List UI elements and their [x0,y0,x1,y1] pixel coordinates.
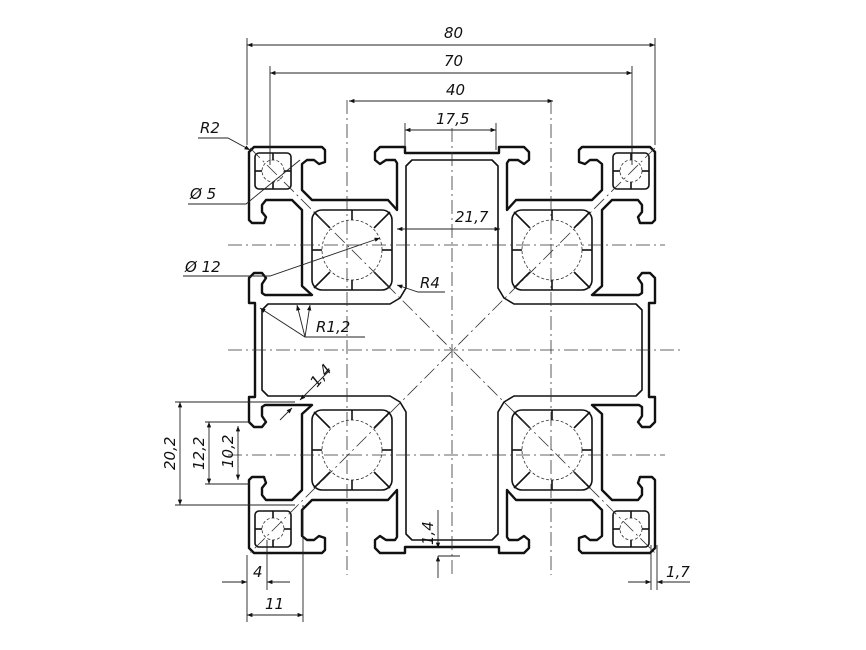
dim-40: 40 [446,81,465,99]
dim-d5: Ø 5 [189,185,216,203]
dim-70: 70 [444,52,463,70]
dim-80: 80 [444,24,463,42]
core-bore-circle [321,419,383,481]
dimension-labels: 80 70 40 17,5 21,7 R2 Ø 5 Ø 12 R4 R1,2 1… [161,24,690,613]
dim-17-5: 17,5 [436,110,469,128]
profile-outer-edge [452,350,657,555]
core-diagonal-web [313,471,331,489]
core-diagonal-web [313,271,331,289]
core-diagonal-web [573,411,591,429]
dim-10-2: 10,2 [219,435,237,468]
center-lines [228,100,680,575]
dim-20-2: 20,2 [161,437,179,470]
core-diagonal-web [573,211,591,229]
dim-1-4-bottom: 1,4 [419,521,437,545]
dim-11: 11 [265,595,284,613]
dim-1-4-diag: 1,4 [306,361,335,391]
dim-4: 4 [253,563,263,581]
dim-21-7: 21,7 [455,208,489,226]
core-diagonal-web [373,211,391,229]
core-diagonal-web [513,471,531,489]
core-diagonal-web [373,471,391,489]
dimension-lines [175,38,690,622]
dim-12-2: 12,2 [190,437,208,470]
core-diagonal-web [513,211,531,229]
dim-1-7: 1,7 [666,563,690,581]
profile-outer-edge [247,350,452,555]
corner-bore-circle [261,517,285,541]
core-diagonal-web [373,411,391,429]
dim-d12: Ø 12 [184,258,221,276]
dim-r2: R2 [200,119,220,137]
profile-inner-cavity [261,350,452,541]
core-diagonal-web [573,271,591,289]
core-diagonal-web [313,411,331,429]
dim-r4: R4 [420,274,440,292]
profile-outer-edge [452,145,657,350]
core-bore-circle [521,219,583,281]
core-diagonal-web [513,271,531,289]
corner-bore-circle [619,159,643,183]
profile-inner-cavity [452,350,643,541]
dim-r1-2: R1,2 [316,318,350,336]
profile-inner-cavity [452,159,643,350]
